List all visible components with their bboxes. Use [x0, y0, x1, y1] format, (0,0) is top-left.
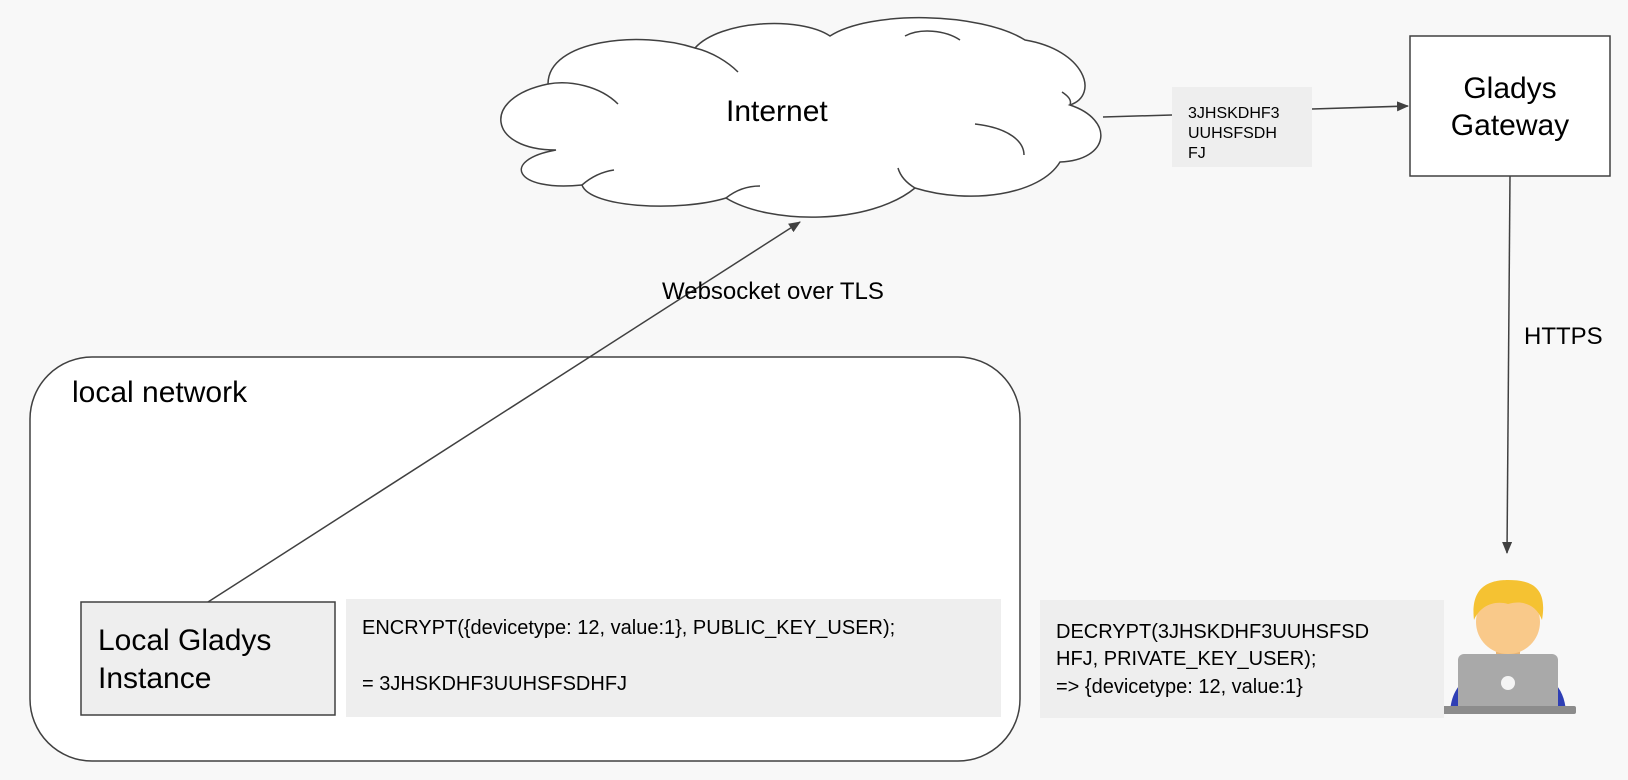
https-label: HTTPS — [1524, 323, 1603, 350]
local-network-label: local network — [72, 376, 248, 409]
gateway-label-line-2: Gateway — [1450, 109, 1570, 142]
cipher-line-2: UUHSFSDH — [1188, 125, 1277, 142]
websocket-label: Websocket over TLS — [662, 278, 884, 305]
decrypt-code-line-1: DECRYPT(3JHSKDHF3UUHSFSD — [1056, 621, 1370, 643]
cipher-to-gateway-arrow — [1311, 101, 1409, 112]
technologist-icon — [1440, 580, 1576, 714]
cloud-to-cipher-line — [1102, 114, 1173, 118]
encrypt-code-line-1: ENCRYPT({devicetype: 12, value:1}, PUBLI… — [362, 617, 896, 639]
https-arrow — [1502, 175, 1513, 554]
local-instance-label-line-1: Local Gladys — [98, 624, 272, 657]
websocket-arrow — [207, 221, 801, 603]
cipher-line-3: FJ — [1188, 145, 1206, 162]
encrypt-code-box: ENCRYPT({devicetype: 12, value:1}, PUBLI… — [346, 599, 1001, 717]
local-instance-label-line-2: Instance — [98, 662, 212, 695]
decrypt-code-line-3: => {devicetype: 12, value:1} — [1056, 676, 1303, 698]
internet-label: Internet — [726, 95, 828, 128]
cipher-line-1: 3JHSKDHF3 — [1188, 105, 1280, 122]
gateway-box — [1409, 35, 1611, 177]
gateway-label-line-1: Gladys — [1463, 72, 1557, 105]
decrypt-code-line-2: HFJ, PRIVATE_KEY_USER); — [1056, 648, 1317, 670]
decrypt-code-box: DECRYPT(3JHSKDHF3UUHSFSD HFJ, PRIVATE_KE… — [1040, 600, 1444, 718]
internet-cloud — [500, 16, 1102, 218]
encrypt-code-line-2: = 3JHSKDHF3UUHSFSDHFJ — [362, 673, 628, 695]
